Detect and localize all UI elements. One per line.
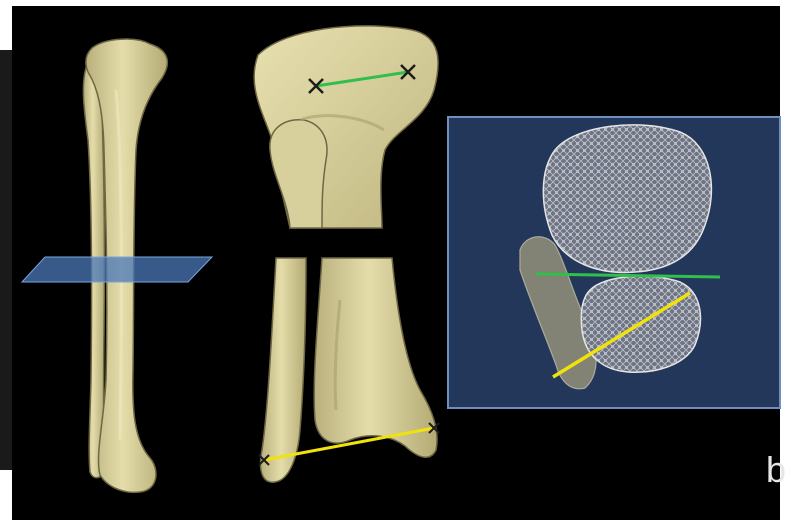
cut-plane [22,257,212,282]
axial-inset [448,117,780,408]
panel-label: b [766,452,785,488]
inset-proximal-mesh [543,125,711,273]
left-edge-strip [0,50,12,470]
